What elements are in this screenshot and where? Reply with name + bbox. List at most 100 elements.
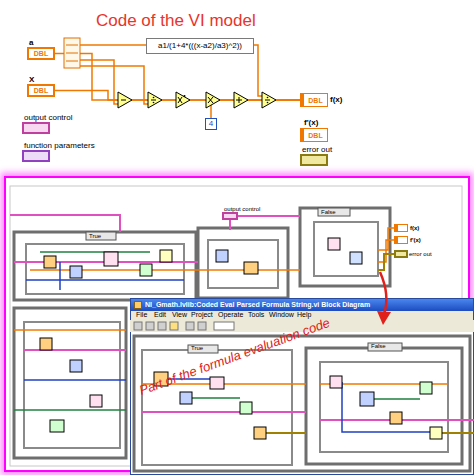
case-selector: [368, 343, 402, 351]
case-structure: [134, 336, 470, 471]
square-symbol: [178, 97, 182, 103]
dbl-wire: [14, 329, 126, 331]
case-structure: [300, 208, 390, 286]
toolbar-button: [134, 322, 142, 330]
node-text: DBL: [34, 87, 48, 94]
subvi-icon: [50, 420, 64, 432]
control-terminal: aDBL: [27, 47, 55, 60]
error-terminal: error out: [394, 250, 408, 258]
terminal-label: error out: [302, 146, 332, 154]
index-array-slot: [66, 45, 78, 46]
toolbar-button: [146, 322, 154, 330]
subvi-icon: [240, 402, 252, 414]
multiply-symbol: [208, 97, 213, 103]
subvi-icon: [216, 250, 228, 262]
subvi-icon: [90, 395, 102, 407]
terminal-label: f'(x): [304, 119, 318, 127]
boolean-wire: [14, 409, 126, 411]
dbl-wire: [378, 240, 394, 262]
subvi-icon: [328, 238, 340, 250]
toolbar-button: [198, 322, 206, 330]
indicator-terminal: f'(x)DBL: [300, 128, 328, 142]
indicator-terminal: f'(x): [394, 236, 408, 244]
subvi-icon: [254, 427, 266, 439]
terminal-label: X: [29, 76, 34, 84]
window-title: NI_Gmath.lvlib:Coded Eval Parsed Formula…: [145, 301, 370, 308]
terminal-label: f(x): [330, 96, 342, 104]
index-array: [64, 38, 80, 68]
cluster-terminal: output control: [22, 122, 50, 134]
case-selector: [188, 345, 218, 353]
case-structure: [26, 244, 184, 294]
font-selector: [214, 322, 234, 330]
terminal-label: f'(x): [410, 237, 421, 243]
subvi-icon: [140, 264, 152, 276]
square-symbol: [184, 95, 186, 97]
case-structure: [208, 240, 278, 288]
subvi-icon: [350, 252, 362, 264]
case-selector: [86, 232, 116, 240]
subvi-icon: [104, 252, 118, 266]
subvi-icon: [210, 377, 224, 389]
subvi-icon: [70, 360, 82, 372]
terminal-label: output control: [224, 206, 260, 212]
cluster-wire: [10, 215, 120, 232]
cluster-wire: [24, 349, 126, 351]
red-arrow-head: [377, 311, 391, 325]
divide-symbol: [265, 100, 270, 101]
divide-symbol: [153, 97, 155, 99]
cluster-wire: [142, 412, 474, 420]
toolbar-button: [170, 322, 178, 330]
toolbar-button: [186, 322, 194, 330]
square-primitive: [176, 92, 190, 108]
error-terminal: error out: [300, 154, 328, 166]
multiply-primitive: [206, 92, 220, 108]
index-array-slot: [66, 61, 78, 62]
case-structure: [14, 308, 126, 458]
window-icon: [134, 301, 142, 309]
divide-symbol: [267, 102, 269, 104]
control-terminal: XDBL: [27, 84, 55, 97]
window-diagram-art: [130, 320, 474, 475]
integer-wire: [168, 379, 430, 432]
subvi-icon: [360, 392, 374, 406]
indicator-terminal: f(x)DBL: [300, 93, 328, 107]
case-structure: [142, 350, 292, 465]
terminal-label: error out: [409, 251, 432, 257]
subvi-icon: [244, 262, 258, 274]
subvi-icon: [420, 382, 432, 394]
divide-symbol: [153, 102, 155, 104]
boolean-wire: [192, 398, 420, 399]
cluster-wire: [230, 216, 300, 230]
terminal-label: a: [29, 39, 33, 47]
error-wire: [378, 254, 394, 270]
divide-symbol: [151, 100, 156, 101]
divide-primitive: [148, 92, 162, 108]
node-text: 4: [209, 120, 213, 128]
divide-symbol: [267, 97, 269, 99]
terminal-label: f(x): [410, 225, 419, 231]
window-diagram: [134, 336, 474, 471]
subvi-icon: [330, 376, 342, 388]
square-symbol: [178, 97, 182, 103]
case-structure: [320, 362, 448, 452]
subvi-icon: [44, 256, 56, 268]
multiply-symbol: [208, 97, 213, 103]
minus-symbol: [121, 100, 126, 101]
dbl-wire: [211, 100, 300, 118]
red-arrow: [380, 272, 386, 314]
boolean-wire: [40, 251, 150, 253]
subvi-icon: [180, 392, 192, 404]
terminal-label: function parameters: [24, 142, 95, 150]
cluster-terminal: output control: [222, 212, 238, 220]
subvi-icon: [40, 338, 52, 350]
toolbar: [130, 320, 474, 332]
node-text: DBL: [308, 97, 322, 104]
node-text: a1/(1+4*(((x-a2)/a3)^2)): [158, 42, 242, 50]
subvi-icon: [70, 266, 82, 278]
integer-wire: [24, 379, 126, 381]
node-text: DBL: [308, 132, 322, 139]
increment-primitive: [234, 92, 248, 108]
